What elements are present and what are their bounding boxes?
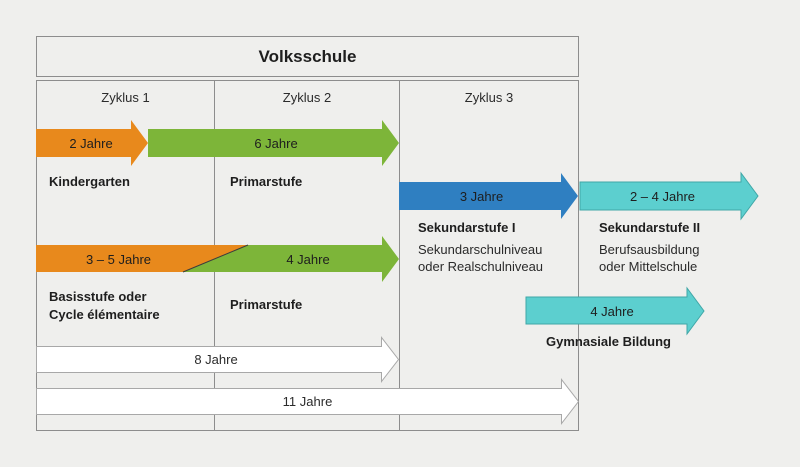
title: Volksschule (258, 47, 357, 66)
basisstufe-label-line1: Basisstufe oder (49, 289, 147, 304)
cycle-3-label: Zyklus 3 (464, 90, 514, 105)
arrow-primar (148, 120, 399, 166)
arrow-sek1 (399, 173, 578, 219)
arrow-gymnasium (525, 286, 705, 336)
kindergarten-years: 2 Jahre (69, 136, 113, 151)
total-11-years: 11 Jahre (282, 394, 333, 409)
basisstufe-label-line2: Cycle élémentaire (49, 307, 160, 322)
primar-years: 6 Jahre (254, 136, 298, 151)
sek1-sub1: Sekundarschulniveau (418, 242, 543, 257)
sek1-sub2: oder Realschulniveau (418, 259, 544, 274)
arrow-8-years (36, 336, 400, 383)
arrow-kindergarten (36, 120, 148, 166)
cycle-2-label: Zyklus 2 (282, 90, 332, 105)
gymnasiale-bildung-label: Gymnasiale Bildung (546, 334, 671, 349)
sek1-years: 3 Jahre (459, 189, 504, 204)
sek2-years: 2 – 4 Jahre (629, 189, 696, 204)
kindergarten-label: Kindergarten (49, 174, 130, 189)
gym-years: 4 Jahre (590, 304, 634, 319)
title-box (36, 36, 579, 77)
cycle-1-label: Zyklus 1 (101, 90, 150, 105)
primar-alt-years: 4 Jahre (286, 252, 330, 267)
primarstufe-label: Primarstufe (230, 174, 303, 189)
total-8-years: 8 Jahre (194, 352, 238, 367)
sek2-sub2: oder Mittelschule (599, 259, 698, 274)
sek2-sub1: Berufsausbildung (599, 242, 700, 257)
basis-years: 3 – 5 Jahre (85, 252, 152, 267)
primarstufe-alt-label: Primarstufe (230, 297, 303, 312)
zyklus-3-column (399, 80, 579, 431)
sek2-label: Sekundarstufe II (599, 220, 701, 235)
arrow-sek2 (579, 171, 759, 221)
arrow-11-years (36, 378, 580, 425)
arrow-primar-alt (183, 236, 399, 282)
arrow-basisstufe (36, 245, 248, 272)
sek1-label: Sekundarstufe I (418, 220, 516, 235)
basis-primar-divider (182, 244, 249, 273)
